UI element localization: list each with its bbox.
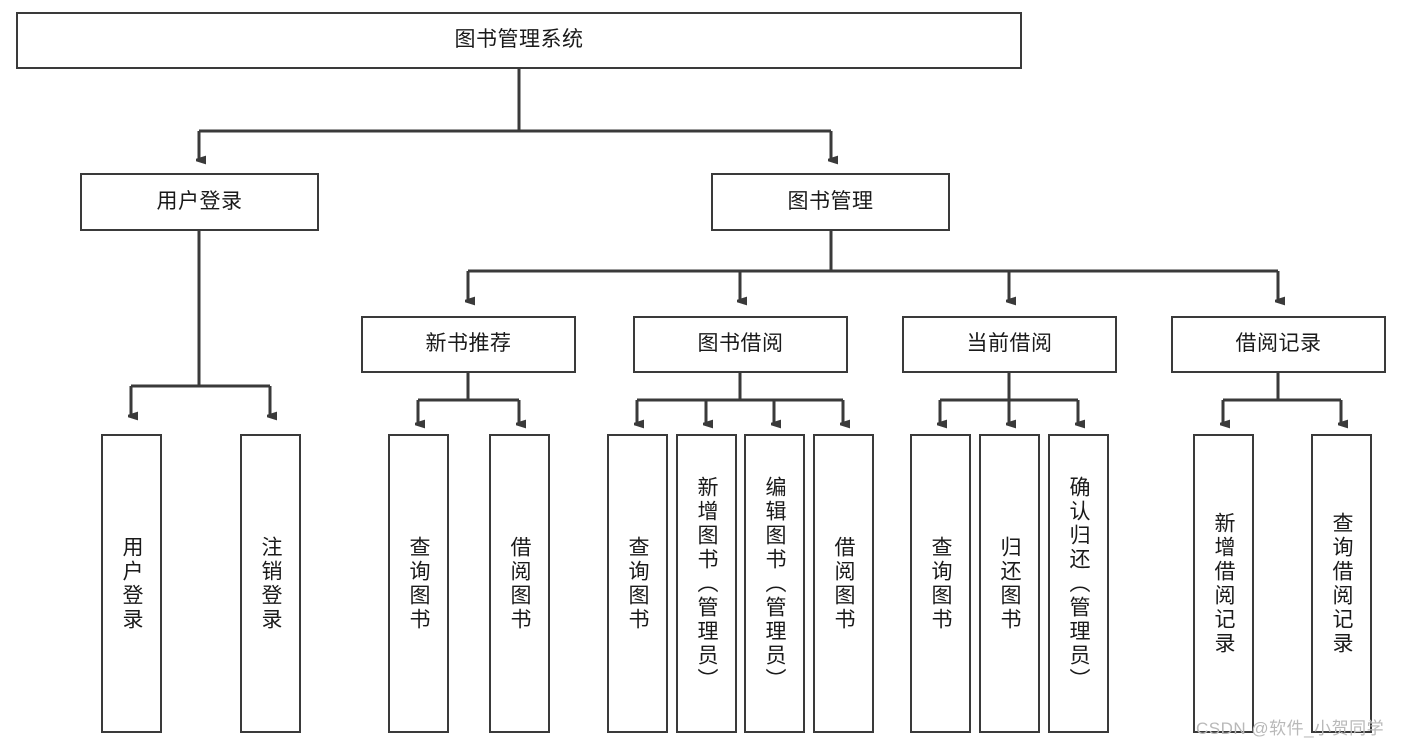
- leaf-new-book-query-book[interactable]: 查询图书: [388, 434, 449, 733]
- node-label: 注销登录: [259, 535, 282, 632]
- node-label: 当前借阅: [966, 332, 1053, 356]
- node-label: 用户登录: [156, 189, 243, 213]
- node-label: 图书管理系统: [454, 28, 584, 52]
- leaf-user-login-login[interactable]: 用户登录: [101, 434, 162, 733]
- node-label: 借阅图书: [508, 535, 531, 632]
- node-label: 编辑图书（管理员）: [763, 475, 786, 692]
- node-root-book-management-system[interactable]: 图书管理系统: [16, 12, 1022, 69]
- leaf-borrow-add-book-admin[interactable]: 新增图书（管理员）: [676, 434, 737, 733]
- node-book-management[interactable]: 图书管理: [711, 173, 950, 231]
- watermark-text: CSDN @软件_小贺同学: [1196, 719, 1385, 738]
- node-label: 用户登录: [120, 535, 143, 632]
- node-label: 查询图书: [929, 535, 952, 632]
- leaf-record-query-record[interactable]: 查询借阅记录: [1311, 434, 1372, 733]
- leaf-borrow-borrow-book[interactable]: 借阅图书: [813, 434, 874, 733]
- node-current-borrow[interactable]: 当前借阅: [902, 316, 1117, 373]
- leaf-borrow-query-book[interactable]: 查询图书: [607, 434, 668, 733]
- node-label: 新书推荐: [425, 332, 512, 356]
- node-label: 新增图书（管理员）: [695, 475, 718, 692]
- node-label: 图书借阅: [697, 332, 784, 356]
- node-user-login[interactable]: 用户登录: [80, 173, 319, 231]
- node-label: 确认归还（管理员）: [1067, 475, 1090, 692]
- leaf-new-book-borrow-book[interactable]: 借阅图书: [489, 434, 550, 733]
- node-book-borrow[interactable]: 图书借阅: [633, 316, 848, 373]
- node-label: 借阅记录: [1235, 332, 1322, 356]
- node-label: 查询图书: [407, 535, 430, 632]
- leaf-record-add-record[interactable]: 新增借阅记录: [1193, 434, 1254, 733]
- csdn-watermark: CSDN @软件_小贺同学: [1196, 714, 1384, 739]
- leaf-borrow-edit-book-admin[interactable]: 编辑图书（管理员）: [744, 434, 805, 733]
- node-borrow-record[interactable]: 借阅记录: [1171, 316, 1386, 373]
- leaf-current-confirm-return-admin[interactable]: 确认归还（管理员）: [1048, 434, 1109, 733]
- node-label: 查询借阅记录: [1330, 511, 1353, 656]
- node-label: 图书管理: [787, 189, 874, 213]
- node-label: 归还图书: [998, 535, 1021, 632]
- node-label: 借阅图书: [832, 535, 855, 632]
- leaf-user-login-logout[interactable]: 注销登录: [240, 434, 301, 733]
- leaf-current-query-book[interactable]: 查询图书: [910, 434, 971, 733]
- node-label: 查询图书: [626, 535, 649, 632]
- leaf-current-return-book[interactable]: 归还图书: [979, 434, 1040, 733]
- node-new-book-recommend[interactable]: 新书推荐: [361, 316, 576, 373]
- node-label: 新增借阅记录: [1212, 511, 1235, 656]
